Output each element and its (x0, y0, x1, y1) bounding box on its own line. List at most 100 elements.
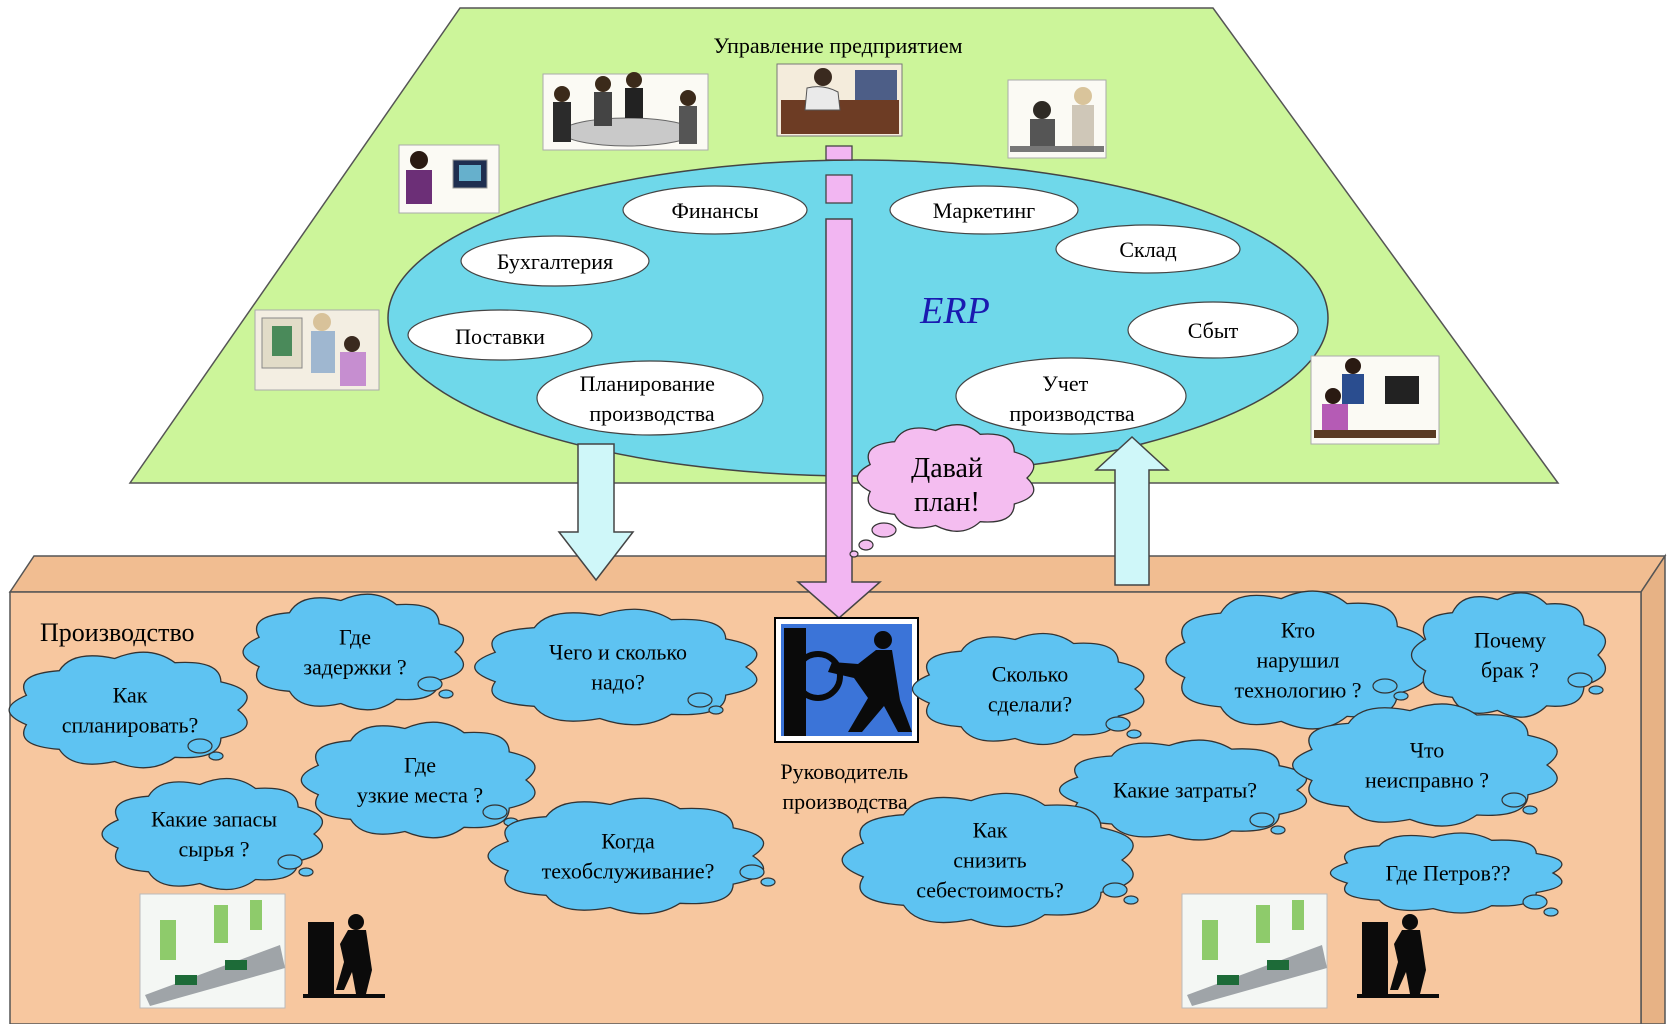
bubble-line: Почему (1474, 628, 1546, 653)
bubble-line: Где (404, 753, 436, 778)
module-marketing: Маркетинг (889, 185, 1079, 235)
bubble-line: Когда (601, 829, 655, 854)
production-label: Производство (40, 618, 195, 647)
bubble-tail (849, 550, 859, 558)
woman-computer-illustration (398, 144, 500, 214)
bubble-text: Какие запасы сырья ? (151, 807, 277, 862)
bubble-line: Кто (1281, 618, 1315, 643)
module-planning-label: Планирование производства (580, 371, 721, 426)
bubble-line: Где (339, 625, 371, 650)
module-warehouse-label: Склад (1119, 237, 1176, 262)
bubble-tail (858, 539, 874, 551)
bubble-tail (1105, 716, 1131, 732)
bubble-line: неисправно ? (1365, 768, 1489, 793)
module-tracking: Учет производства (955, 357, 1187, 435)
bubble-tail (1522, 894, 1548, 910)
module-tracking-line2: производства (1009, 401, 1135, 426)
bubble-tail (1372, 678, 1398, 694)
bubble-line: спланировать? (62, 713, 199, 738)
bubble-cloud (101, 777, 324, 891)
bubble-tail (687, 692, 713, 708)
module-planning-line2: производства (589, 401, 715, 426)
thought-bubble-what-how-much: Чего и сколько надо? (474, 608, 758, 726)
bubble-line: Как (113, 683, 148, 708)
bubble-tail (187, 738, 213, 754)
meeting-group-illustration (542, 72, 709, 151)
bubble-line: нарушил (1257, 648, 1340, 673)
bubble-tail (739, 864, 765, 880)
bubble-tail (1588, 685, 1604, 695)
production-block-side (1640, 553, 1666, 1025)
bubble-text: Какие затраты? (1113, 778, 1257, 803)
plan-down-arrow (557, 443, 635, 582)
bubble-line: надо? (591, 670, 645, 695)
bubble-line: план! (914, 487, 980, 518)
manager-caption-line1: Руководитель (780, 759, 908, 784)
bubble-line: себестоимость? (916, 878, 1064, 903)
presentation-illustration (254, 309, 380, 391)
bubble-line: Чего и сколько (549, 640, 687, 665)
bubble-text: Как спланировать? (62, 683, 199, 738)
bubble-cloud (487, 797, 765, 915)
thought-bubble-how-to-plan: Как спланировать? (8, 651, 248, 769)
bubble-line: Где Петров?? (1386, 861, 1511, 886)
consultation-illustration (1007, 79, 1107, 159)
module-planning-line1: Планирование (580, 371, 715, 396)
bubble-line: Какие запасы (151, 807, 277, 832)
module-supply: Поставки (407, 309, 593, 361)
bubble-line: Как (973, 818, 1008, 843)
bubble-text: Что неисправно ? (1365, 738, 1489, 793)
bubble-line: сырья ? (179, 837, 250, 862)
thought-bubble-why-defects: Почему брак ? (1410, 592, 1607, 718)
bubble-line: технологию ? (1234, 678, 1361, 703)
production-manager-caption: Руководитель производства (780, 759, 913, 814)
bubble-cloud (242, 593, 465, 711)
bubble-tail (417, 676, 443, 692)
module-planning: Планирование производства (536, 360, 764, 436)
bubble-cloud (1329, 832, 1563, 914)
bubble-line: Какие затраты? (1113, 778, 1257, 803)
bubble-line: Что (1410, 738, 1445, 763)
module-accounting-label: Бухгалтерия (497, 249, 613, 274)
module-supply-label: Поставки (455, 324, 545, 349)
bubble-line: Давай (911, 453, 983, 484)
bubble-line: снизить (953, 848, 1026, 873)
bubble-cloud (1292, 703, 1558, 827)
executive-desk-illustration (776, 63, 903, 137)
bubble-tail (1522, 805, 1538, 815)
bubble-text: Чего и сколько надо? (549, 640, 687, 695)
bubble-cloud (856, 424, 1035, 532)
bubble-text: Кто нарушил технологию ? (1234, 618, 1361, 703)
bubble-tail (871, 522, 897, 538)
manager-arrow (796, 145, 882, 619)
bubble-tail (1102, 882, 1128, 898)
module-tracking-label: Учет производства (1009, 371, 1135, 426)
bubble-tail (1501, 792, 1527, 808)
bubble-tail (1123, 895, 1139, 905)
bubble-cloud (1058, 739, 1308, 841)
module-accounting: Бухгалтерия (460, 235, 650, 287)
bubble-tail (760, 877, 776, 887)
module-sales: Сбыт (1127, 301, 1299, 359)
bubble-cloud (300, 721, 536, 839)
bubble-line: брак ? (1481, 658, 1539, 683)
module-finance-label: Финансы (671, 198, 758, 223)
office-workers-illustration (1310, 355, 1440, 445)
module-tracking-line1: Учет (1042, 371, 1088, 396)
factory-machine-left-illustration (139, 893, 286, 1009)
bubble-tail (1270, 825, 1286, 835)
technician-right-illustration (1357, 914, 1439, 998)
bubble-tail (482, 804, 508, 820)
thought-bubble-raw-stock: Какие запасы сырья ? (101, 777, 324, 891)
thought-bubble-what-costs: Какие затраты? (1058, 739, 1308, 841)
bubble-tail (1543, 907, 1559, 917)
